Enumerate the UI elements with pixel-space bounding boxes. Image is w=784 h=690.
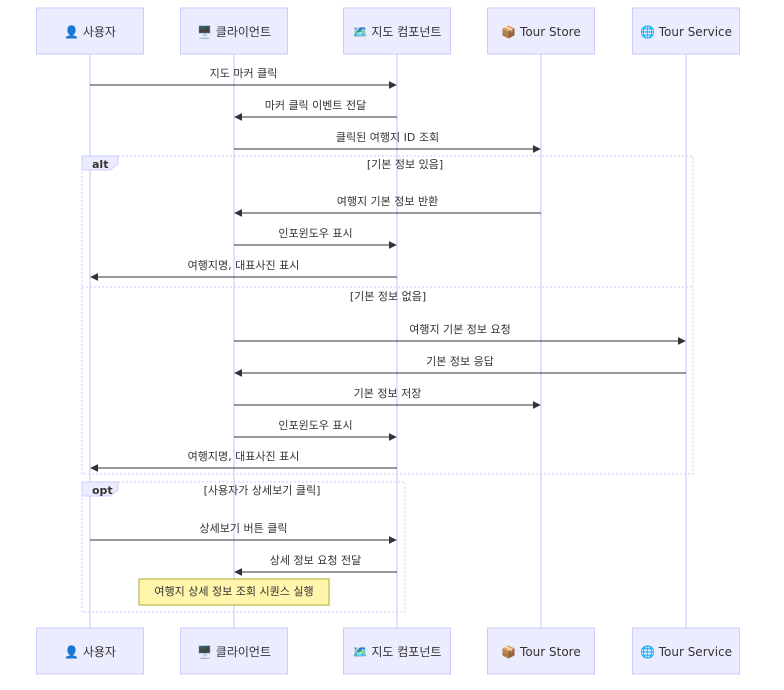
actor-box — [632, 627, 740, 675]
actor-name: 클라이언트 — [216, 645, 271, 659]
package-icon: 📦 — [501, 645, 520, 659]
actor-user-top: 👤 사용자 — [36, 7, 144, 55]
note-text: 여행지 상세 정보 조회 시퀀스 실행 — [154, 585, 313, 598]
package-icon: 📦 — [501, 25, 520, 39]
message-6: 여행지명, 대표사진 표시 — [90, 259, 397, 281]
message-3: 클릭된 여행지 ID 조회 — [234, 131, 541, 153]
actor-box — [487, 627, 595, 675]
message-label: 지도 마커 클릭 — [210, 67, 278, 80]
message-4: 여행지 기본 정보 반환 — [234, 195, 541, 217]
message-label: 마커 클릭 이벤트 전달 — [265, 99, 367, 112]
actor-map-bottom: 🗺️ 지도 컴포넌트 — [343, 627, 451, 675]
actor-name: 사용자 — [83, 25, 116, 39]
actor-label: 📦 Tour Store — [501, 645, 580, 659]
opt-keyword: opt — [92, 484, 113, 497]
message-label: 여행지 기본 정보 요청 — [409, 323, 511, 336]
actor-label: 🌐 Tour Service — [640, 25, 732, 39]
message-label: 기본 정보 저장 — [354, 387, 422, 400]
actor-box — [36, 627, 144, 675]
actor-label: 🖥️ 클라이언트 — [197, 25, 271, 39]
actor-client-bottom: 🖥️ 클라이언트 — [180, 627, 288, 675]
actors: 👤 사용자 🖥️ 클라이언트 🗺️ 지도 컴포넌트 📦 Tour Store 🌐 Tou… — [36, 7, 740, 675]
actor-store-top: 📦 Tour Store — [487, 7, 595, 55]
actor-name: 사용자 — [83, 645, 116, 659]
message-label: 기본 정보 응답 — [426, 355, 494, 368]
alt-keyword: alt — [92, 158, 108, 171]
message-10: 인포윈도우 표시 — [234, 418, 397, 441]
actor-label: 🖥️ 클라이언트 — [197, 645, 271, 659]
message-8: 기본 정보 응답 — [234, 355, 686, 377]
map-icon: 🗺️ — [353, 645, 372, 659]
message-12: 상세보기 버튼 클릭 — [90, 522, 397, 544]
note-box — [138, 578, 330, 606]
actor-box — [180, 627, 288, 675]
message-label: 상세보기 버튼 클릭 — [200, 522, 288, 535]
message-9: 기본 정보 저장 — [234, 387, 541, 409]
actor-map-top: 🗺️ 지도 컴포넌트 — [343, 7, 451, 55]
opt-frame: opt [사용자가 상세보기 클릭] — [81, 481, 406, 613]
message-label: 여행지명, 대표사진 표시 — [188, 450, 300, 463]
actor-box — [36, 7, 144, 55]
actor-label: 🗺️ 지도 컴포넌트 — [353, 25, 442, 39]
actor-service-top: 🌐 Tour Service — [632, 7, 740, 55]
actor-label: 🗺️ 지도 컴포넌트 — [353, 645, 442, 659]
message-7: 여행지 기본 정보 요청 — [234, 323, 686, 345]
alt-frame-border — [81, 155, 694, 475]
note: 여행지 상세 정보 조회 시퀀스 실행 — [138, 578, 330, 606]
message-2: 마커 클릭 이벤트 전달 — [234, 99, 397, 121]
person-icon: 👤 — [64, 25, 83, 39]
actor-service-bottom: 🌐 Tour Service — [632, 627, 740, 675]
map-icon: 🗺️ — [353, 25, 372, 39]
actor-box — [343, 627, 451, 675]
desktop-icon: 🖥️ — [197, 645, 216, 659]
actor-user-bottom: 👤 사용자 — [36, 627, 144, 675]
message-13: 상세 정보 요청 전달 — [234, 554, 397, 576]
actor-name: 클라이언트 — [216, 25, 271, 39]
actor-label: 👤 사용자 — [64, 25, 116, 39]
actor-name: Tour Store — [519, 645, 581, 659]
message-label: 여행지 기본 정보 반환 — [337, 195, 439, 208]
actor-name: Tour Store — [519, 25, 581, 39]
opt-frame-border — [81, 481, 406, 613]
message-label: 상세 정보 요청 전달 — [270, 554, 361, 567]
message-label: 클릭된 여행지 ID 조회 — [336, 131, 439, 144]
actor-label: 🌐 Tour Service — [640, 645, 732, 659]
actor-store-bottom: 📦 Tour Store — [487, 627, 595, 675]
message-label: 인포윈도우 표시 — [278, 418, 352, 432]
actor-label: 👤 사용자 — [64, 645, 116, 659]
globe-icon: 🌐 — [640, 645, 659, 659]
person-icon: 👤 — [64, 645, 83, 659]
opt-condition: [사용자가 상세보기 클릭] — [204, 484, 321, 497]
actor-name: 지도 컴포넌트 — [371, 25, 441, 39]
actor-name: Tour Service — [658, 645, 732, 659]
message-5: 인포윈도우 표시 — [234, 226, 397, 249]
actor-name: 지도 컴포넌트 — [371, 645, 441, 659]
alt-frame: alt [기본 정보 있음] [기본 정보 없음] — [81, 155, 694, 475]
alt-frame-tab — [81, 155, 119, 171]
actor-name: Tour Service — [658, 25, 732, 39]
alt-else-condition: [기본 정보 없음] — [350, 290, 426, 303]
globe-icon: 🌐 — [640, 25, 659, 39]
message-label: 인포윈도우 표시 — [278, 226, 352, 240]
desktop-icon: 🖥️ — [197, 25, 216, 39]
message-label: 여행지명, 대표사진 표시 — [188, 259, 300, 272]
actor-box — [632, 7, 740, 55]
message-1: 지도 마커 클릭 — [90, 67, 397, 89]
alt-condition: [기본 정보 있음] — [367, 158, 443, 171]
actor-box — [487, 7, 595, 55]
opt-frame-tab — [81, 481, 119, 497]
actor-client-top: 🖥️ 클라이언트 — [180, 7, 288, 55]
actor-box — [180, 7, 288, 55]
actor-label: 📦 Tour Store — [501, 25, 580, 39]
message-11: 여행지명, 대표사진 표시 — [90, 450, 397, 472]
actor-box — [343, 7, 451, 55]
